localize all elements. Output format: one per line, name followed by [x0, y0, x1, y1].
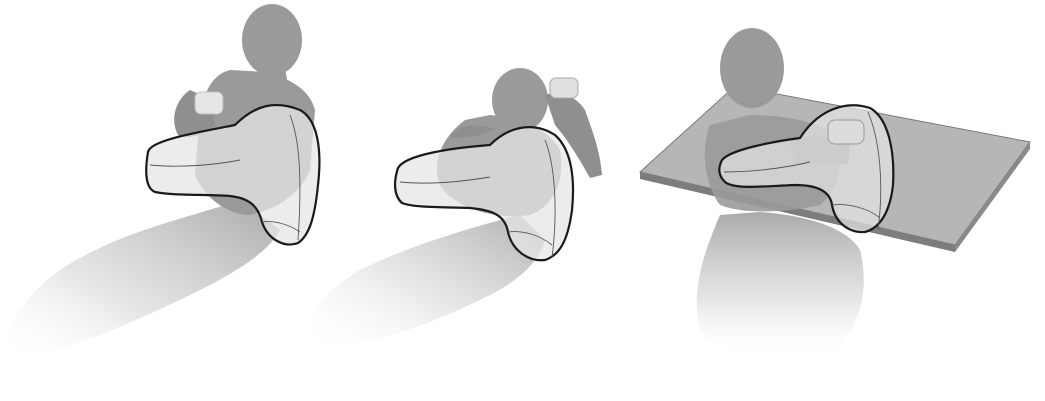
figure-head — [242, 4, 302, 76]
panel-prone — [308, 68, 602, 350]
figure-head — [492, 68, 548, 132]
figure-neck — [258, 68, 288, 85]
controller-icon — [550, 78, 578, 98]
panel-reclining — [7, 4, 319, 360]
figure-legs — [7, 200, 280, 360]
panel-desk — [640, 28, 1030, 360]
figure-legs — [697, 212, 864, 360]
controller-icon — [195, 92, 223, 114]
controller-icon — [828, 120, 864, 144]
figure-head — [720, 28, 784, 108]
